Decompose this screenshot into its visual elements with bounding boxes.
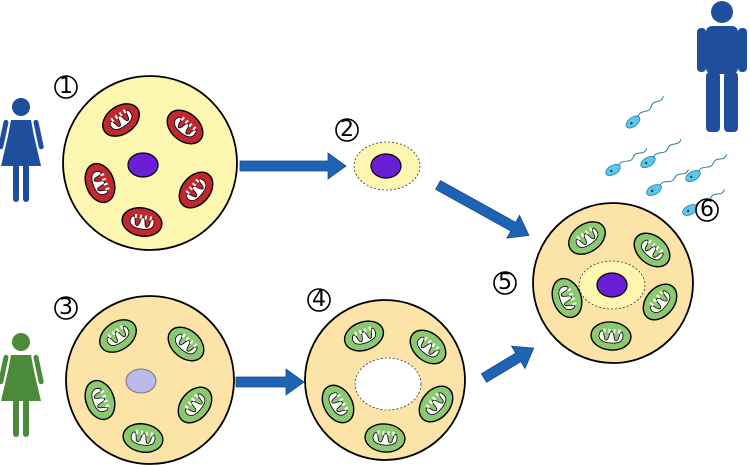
arrow-diagonal-icon [480,345,535,383]
step-label: 5 [498,270,512,295]
step-label: 2 [340,117,354,142]
donor-egg [62,75,238,251]
step-badge-3: 3 [54,295,78,320]
step-badge-4: 4 [307,287,331,312]
extracted-nucleus [353,141,421,191]
step-label: 3 [59,295,73,320]
sperm-icon [623,93,668,131]
nucleus [370,153,402,179]
donor-woman-icon [0,98,45,202]
recipient-egg [65,295,235,465]
step-badge-2: 2 [335,117,359,142]
enucleated-egg [304,299,466,461]
empty-nucleus-space [354,357,422,411]
step-label: 4 [312,287,326,312]
sperm-icon [683,151,731,185]
arrow-right-icon [239,152,347,180]
step-badge-6: 6 [695,197,719,222]
arrow-right-icon [235,368,305,396]
step-label: 1 [59,74,73,99]
sperm-icon [644,166,692,199]
step-label: 6 [700,197,714,222]
nucleus [127,152,159,178]
nucleus [596,272,628,298]
sperm-icon [638,136,685,171]
recipient-woman-icon [0,333,45,437]
arrow-diagonal-icon [435,180,530,239]
step-badge-5: 5 [493,270,517,295]
father-man-icon [697,1,747,132]
reconstructed-egg [532,202,694,364]
nucleus [125,368,157,394]
step-badge-1: 1 [54,74,78,99]
arrows [235,152,535,396]
